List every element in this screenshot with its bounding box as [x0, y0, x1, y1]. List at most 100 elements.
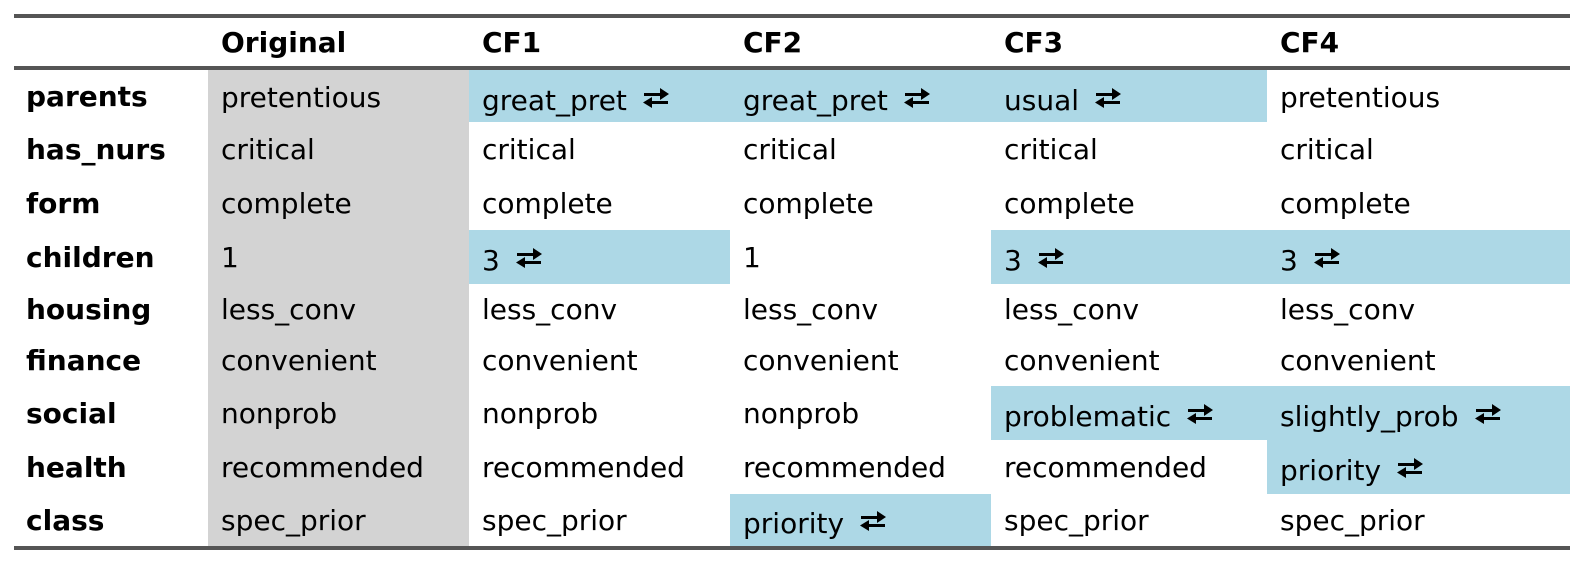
feature-label: finance — [26, 344, 142, 377]
cell-value: pretentious — [221, 80, 382, 114]
value-cell: complete — [991, 176, 1267, 230]
cell-value: 3 — [1004, 243, 1022, 277]
feature-label: social — [26, 396, 117, 430]
changed-value-cell: great_pret — [469, 68, 730, 122]
cell-value: less_conv — [1004, 293, 1140, 326]
original-value-cell: nonprob — [208, 386, 469, 440]
feature-label: class — [26, 503, 105, 537]
feature-label: has_nurs — [26, 132, 166, 166]
cell-value: less_conv — [1280, 293, 1416, 326]
cell-value: spec_prior — [482, 503, 627, 537]
cell-value: complete — [1280, 186, 1411, 220]
cell-value: priority — [1280, 453, 1382, 487]
value-cell: recommended — [730, 440, 991, 494]
cell-value: convenient — [1004, 344, 1160, 377]
cell-value: convenient — [1280, 344, 1436, 377]
original-value-cell: critical — [208, 122, 469, 176]
swap-arrows-icon — [1395, 456, 1425, 478]
original-value-cell: pretentious — [208, 68, 469, 122]
cell-value: critical — [221, 132, 315, 166]
value-cell: recommended — [991, 440, 1267, 494]
changed-value-cell: usual — [991, 68, 1267, 122]
changed-value-cell: priority — [730, 494, 991, 548]
cell-value: problematic — [1004, 399, 1172, 433]
header-cf1: CF1 — [469, 16, 730, 70]
cell-value: nonprob — [482, 396, 599, 430]
swap-arrows-icon — [1312, 246, 1342, 268]
value-cell: complete — [1267, 176, 1570, 230]
cell-value: critical — [482, 132, 576, 166]
swap-arrows-icon — [1473, 402, 1503, 424]
value-cell: nonprob — [469, 386, 730, 440]
header-original: Original — [208, 16, 469, 70]
value-cell: less_conv — [1267, 284, 1570, 335]
table-row: form complete complete complete complete comp… — [14, 176, 1570, 230]
value-cell: 1 — [730, 230, 991, 284]
header-cf3: CF3 — [991, 16, 1267, 70]
value-cell: complete — [730, 176, 991, 230]
value-cell: complete — [469, 176, 730, 230]
cell-value: spec_prior — [1004, 503, 1149, 537]
value-cell: convenient — [469, 335, 730, 386]
value-cell: less_conv — [991, 284, 1267, 335]
cell-value: critical — [1004, 132, 1098, 166]
cell-value: nonprob — [743, 396, 860, 430]
cell-value: usual — [1004, 83, 1080, 117]
swap-arrows-icon — [514, 246, 544, 268]
swap-arrows-icon — [641, 86, 671, 108]
counterfactual-table: Original CF1 CF2 CF3 CF4 parents pretenti… — [14, 14, 1570, 550]
feature-label: children — [26, 240, 155, 274]
cell-value: great_pret — [482, 83, 627, 117]
cell-value: complete — [482, 186, 613, 220]
cell-value: convenient — [221, 344, 377, 377]
value-cell: recommended — [469, 440, 730, 494]
cell-value: 1 — [221, 240, 239, 274]
cell-value: complete — [221, 186, 352, 220]
cell-value: recommended — [1004, 450, 1207, 484]
cell-value: complete — [743, 186, 874, 220]
feature-label: form — [26, 186, 101, 220]
cell-value: 3 — [1280, 243, 1298, 277]
cell-value: recommended — [221, 450, 424, 484]
value-cell: convenient — [730, 335, 991, 386]
changed-value-cell: slightly_prob — [1267, 386, 1570, 440]
value-cell: spec_prior — [1267, 494, 1570, 548]
value-cell: less_conv — [730, 284, 991, 335]
value-cell: critical — [991, 122, 1267, 176]
header-cf2: CF2 — [730, 16, 991, 70]
changed-value-cell: problematic — [991, 386, 1267, 440]
feature-label: health — [26, 450, 127, 484]
original-value-cell: less_conv — [208, 284, 469, 335]
value-cell: spec_prior — [991, 494, 1267, 548]
header-row: Original CF1 CF2 CF3 CF4 — [14, 16, 1570, 70]
feature-label: parents — [26, 79, 148, 113]
feature-label: housing — [26, 293, 152, 326]
cell-value: less_conv — [482, 293, 618, 326]
table-row: social nonprob nonprob nonprob problematic sl… — [14, 386, 1570, 440]
cell-value: great_pret — [743, 83, 888, 117]
cell-value: critical — [743, 132, 837, 166]
cell-value: critical — [1280, 132, 1374, 166]
cell-value: less_conv — [743, 293, 879, 326]
swap-arrows-icon — [902, 86, 932, 108]
value-cell: critical — [1267, 122, 1570, 176]
cell-value: pretentious — [1280, 80, 1441, 114]
value-cell: less_conv — [469, 284, 730, 335]
cell-value: priority — [743, 506, 845, 540]
changed-value-cell: priority — [1267, 440, 1570, 494]
table-row: parents pretentious great_pret great_pret us… — [14, 68, 1570, 122]
cell-value: spec_prior — [221, 503, 366, 537]
table-row: housing less_conv less_conv less_conv less_c… — [14, 284, 1570, 335]
value-cell: pretentious — [1267, 68, 1570, 122]
value-cell: nonprob — [730, 386, 991, 440]
cell-value: slightly_prob — [1280, 399, 1459, 433]
original-value-cell: convenient — [208, 335, 469, 386]
cell-value: recommended — [482, 450, 685, 484]
table-row: has_nurs critical critical critical critical… — [14, 122, 1570, 176]
swap-arrows-icon — [1036, 246, 1066, 268]
cell-value: spec_prior — [1280, 503, 1425, 537]
header-feature — [14, 16, 208, 70]
value-cell: critical — [469, 122, 730, 176]
